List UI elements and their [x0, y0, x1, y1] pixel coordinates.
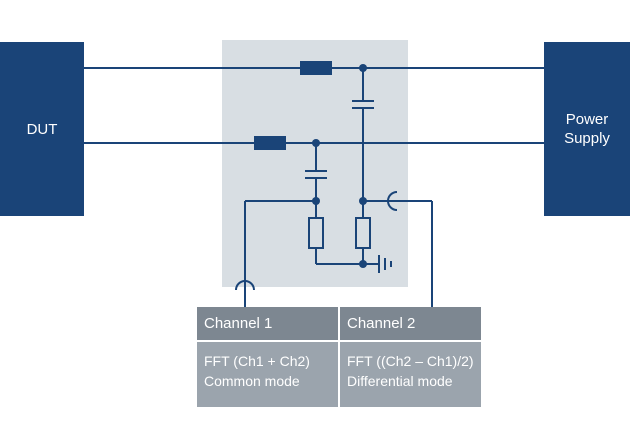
inductor-lower	[254, 136, 286, 150]
node-left-tap	[312, 197, 320, 205]
dut-label: DUT	[26, 121, 58, 138]
channel-2-formula: FFT ((Ch2 – Ch1)/2)	[347, 353, 474, 369]
power-supply-label: Power Supply	[544, 110, 630, 148]
channel-2-mode: Differential mode	[347, 373, 453, 389]
dut-block	[0, 42, 84, 216]
node-lower	[312, 139, 320, 147]
channel-1-body: FFT (Ch1 + Ch2) Common mode	[197, 342, 338, 407]
channel-1-title: Channel 1	[197, 307, 338, 340]
channel-2-title: Channel 2	[340, 307, 481, 340]
channel-1-mode: Common mode	[204, 373, 300, 389]
channel-2-panel: Channel 2 FFT ((Ch2 – Ch1)/2) Differenti…	[340, 307, 481, 407]
ch2-crossover-arc	[387, 191, 398, 211]
node-right-tap	[359, 197, 367, 205]
node-upper	[359, 64, 367, 72]
channel-2-body: FFT ((Ch2 – Ch1)/2) Differential mode	[340, 342, 481, 407]
channel-1-panel: Channel 1 FFT (Ch1 + Ch2) Common mode	[197, 307, 338, 407]
node-ground	[359, 260, 367, 268]
inductor-upper	[300, 61, 332, 75]
channel-1-formula: FFT (Ch1 + Ch2)	[204, 353, 310, 369]
ch1-connector-arc	[235, 280, 255, 291]
power-supply-block	[544, 42, 630, 216]
power-supply-label-line2: Supply	[564, 130, 610, 147]
power-supply-label-line1: Power	[565, 111, 609, 128]
